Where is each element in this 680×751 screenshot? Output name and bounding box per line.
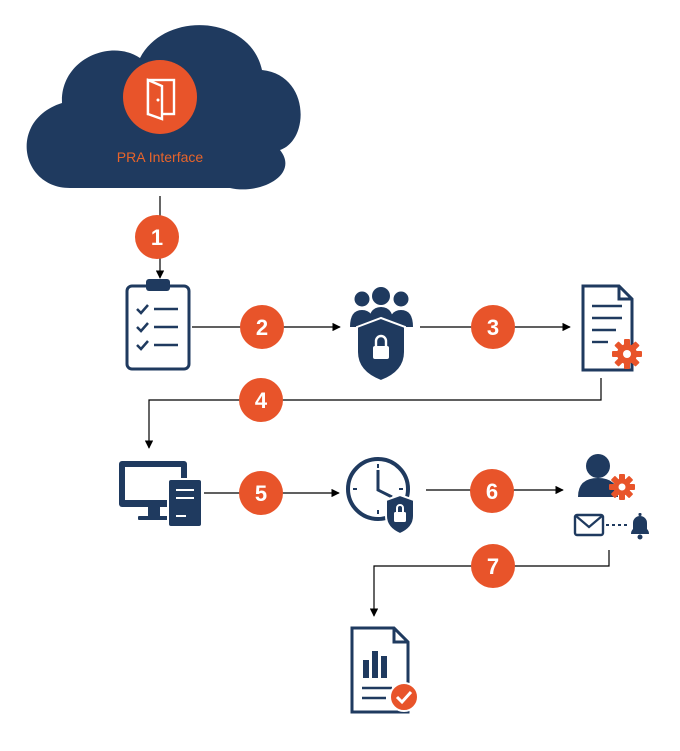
step-number-4: 4 [255,388,268,413]
document-gear-icon [581,284,642,372]
step-badge-1: 1 [135,215,179,259]
gear-icon [609,474,635,500]
door-icon [146,78,176,121]
connectors [144,196,610,617]
step-badge-7: 7 [471,544,515,588]
check-icon [389,682,419,712]
step-badge-4: 4 [239,378,283,422]
step-badge-2: 2 [240,305,284,349]
cloud-label: PRA Interface [117,149,204,165]
report-chart-check-icon [350,626,419,714]
connector-4 [144,378,602,449]
user-group-shield-icon [350,287,413,383]
step-number-3: 3 [487,315,499,340]
clock-shield-icon [346,457,415,536]
bell-icon [631,513,649,540]
step-badge-3: 3 [471,305,515,349]
gear-icon [612,339,642,369]
step-number-5: 5 [255,481,267,506]
step-number-2: 2 [256,315,268,340]
step-badge-6: 6 [470,469,514,513]
desktop-server-icon [119,461,203,528]
step-number-1: 1 [151,225,163,250]
user-gear-icon [578,454,635,500]
pra-interface-cloud: PRA Interface [26,25,301,190]
step-number-6: 6 [486,479,498,504]
step-number-7: 7 [487,554,499,579]
mail-bell-icon [573,513,649,540]
clipboard-checklist-icon [125,279,191,371]
step-badge-5: 5 [239,471,283,515]
